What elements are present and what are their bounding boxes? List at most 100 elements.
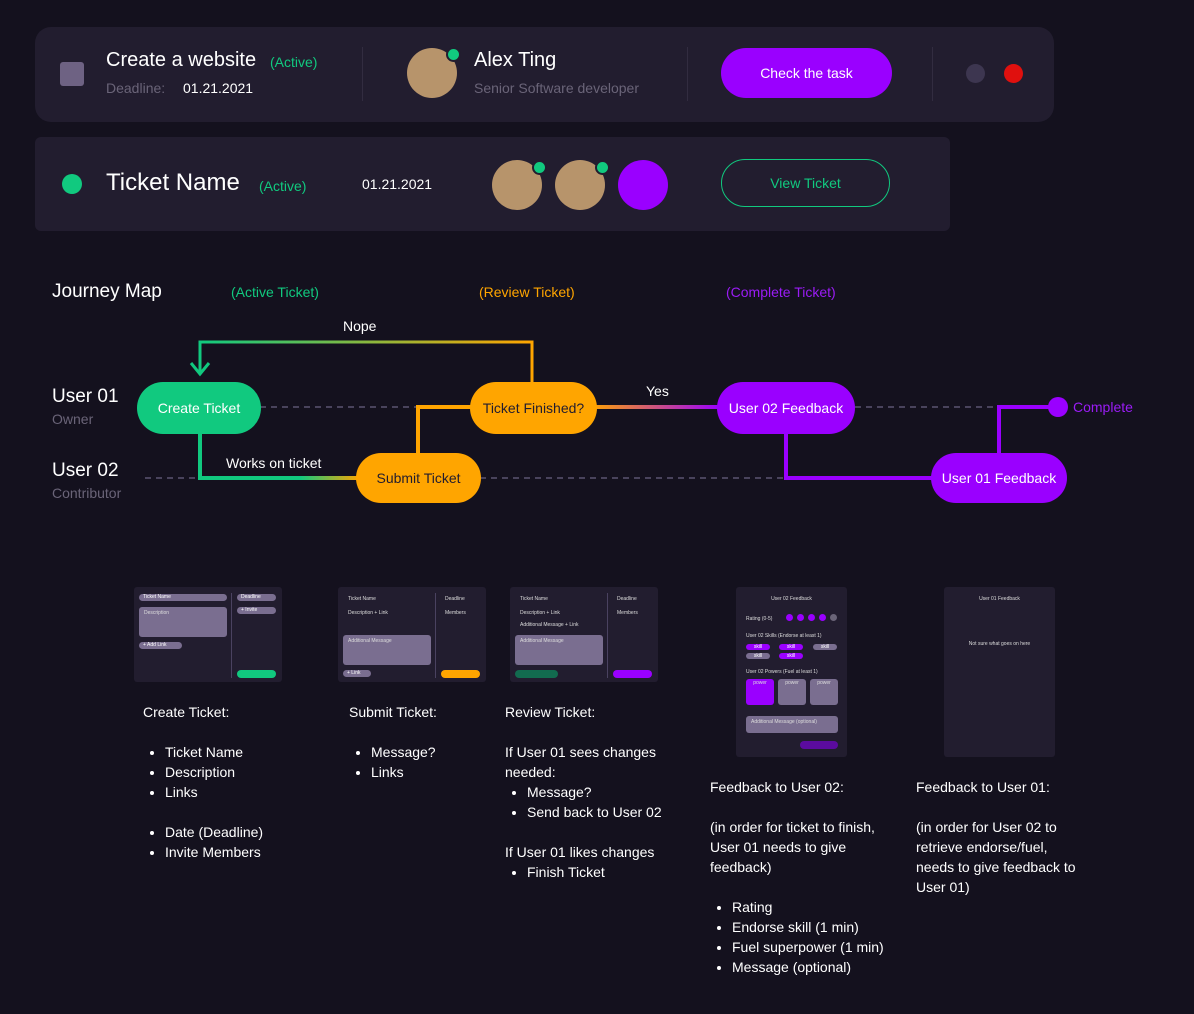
mock-description-link: Description + Link bbox=[348, 610, 388, 616]
rating-dot[interactable] bbox=[819, 614, 826, 621]
complete-dot bbox=[1048, 397, 1068, 417]
mock-deadline: Deadline bbox=[617, 596, 637, 602]
mockup-review-ticket: Ticket Name Description + Link Additiona… bbox=[510, 587, 658, 682]
mock-additional-message: Additional Message bbox=[343, 635, 431, 665]
lane-user01-name: User 01 bbox=[52, 386, 119, 407]
desc-list: RatingEndorse skill (1 min)Fuel superpow… bbox=[710, 897, 905, 977]
mock-submit-button bbox=[441, 670, 480, 678]
desc-list-item: Date (Deadline) bbox=[165, 822, 323, 842]
desc-list: Date (Deadline)Invite Members bbox=[143, 822, 323, 862]
submit-to-finished-line bbox=[416, 405, 472, 454]
mock-additional-message[interactable]: Additional Message (optional) bbox=[746, 716, 838, 733]
lane-user02-name: User 02 bbox=[52, 460, 119, 481]
mock-feedback-title: User 02 Feedback bbox=[771, 596, 812, 602]
mock-invite: + Invite bbox=[237, 607, 276, 614]
works-label: Works on ticket bbox=[226, 455, 322, 471]
mock-submit-button bbox=[237, 670, 276, 678]
mock-divider bbox=[607, 593, 608, 678]
mock-ticket-name: Ticket Name bbox=[348, 596, 376, 602]
mock-members: Members bbox=[445, 610, 466, 616]
divider bbox=[932, 47, 933, 101]
node-user02-feedback[interactable]: User 02 Feedback bbox=[717, 382, 855, 434]
mock-skill-chip[interactable]: skill bbox=[746, 644, 770, 650]
desc-heading: Feedback to User 01: bbox=[916, 779, 1050, 795]
desc-list: Message?Send back to User 02 bbox=[505, 782, 685, 822]
task-checkbox[interactable] bbox=[60, 62, 84, 86]
rating-dot[interactable] bbox=[797, 614, 804, 621]
mock-skill-chip[interactable]: skill bbox=[779, 653, 803, 659]
mockup-user01-feedback: User 01 Feedback Not sure what goes on h… bbox=[944, 587, 1055, 757]
mock-description-link: Description + Link bbox=[520, 610, 560, 616]
phase-complete-label: (Complete Ticket) bbox=[726, 284, 836, 300]
lane-user02-role: Contributor bbox=[52, 485, 122, 501]
desc-list-item: Invite Members bbox=[165, 842, 323, 862]
close-dot[interactable] bbox=[1004, 64, 1023, 83]
mock-power-card[interactable]: power bbox=[778, 679, 806, 705]
desc-list-item: Ticket Name bbox=[165, 742, 323, 762]
desc-heading: Review Ticket: bbox=[505, 704, 596, 720]
mock-add-link: + Add Link bbox=[139, 642, 182, 649]
desc-list-item: Endorse skill (1 min) bbox=[732, 917, 905, 937]
arrow-head bbox=[189, 362, 211, 377]
desc-list-item: Links bbox=[165, 782, 323, 802]
mock-divider bbox=[435, 593, 436, 678]
ticket-title: Ticket Name bbox=[106, 169, 240, 196]
mock-skill-chip[interactable]: skill bbox=[813, 644, 837, 650]
mock-rating-dots[interactable] bbox=[786, 614, 841, 621]
works-line bbox=[198, 432, 358, 480]
mock-submit-button bbox=[800, 741, 838, 749]
active-status-dot bbox=[62, 174, 82, 194]
desc-list-item: Fuel superpower (1 min) bbox=[732, 937, 905, 957]
mock-rating-label: Rating (0-5) bbox=[746, 616, 773, 622]
desc-list: Finish Ticket bbox=[505, 862, 685, 882]
nope-label: Nope bbox=[343, 318, 377, 334]
ticket-status: (Active) bbox=[259, 178, 307, 194]
desc-list-item: Message? bbox=[371, 742, 489, 762]
mock-ticket-name: Ticket Name bbox=[520, 596, 548, 602]
node-create-ticket[interactable]: Create Ticket bbox=[137, 382, 261, 434]
mock-return-button bbox=[515, 670, 558, 678]
mock-power-card[interactable]: power bbox=[746, 679, 774, 705]
desc-list-item: Links bbox=[371, 762, 489, 782]
phase-active-label: (Active Ticket) bbox=[231, 284, 319, 300]
node-ticket-finished[interactable]: Ticket Finished? bbox=[470, 382, 597, 434]
desc-list-item: Rating bbox=[732, 897, 905, 917]
u2-to-u1-feedback-line bbox=[784, 432, 932, 480]
ticket-date: 01.21.2021 bbox=[362, 176, 433, 192]
desc-create-ticket: Create Ticket: Ticket NameDescriptionLin… bbox=[143, 702, 323, 862]
mock-description: Description bbox=[139, 607, 227, 637]
desc-list: Message?Links bbox=[349, 742, 489, 782]
mock-note: Not sure what goes on here bbox=[968, 641, 1031, 647]
desc-review-ticket: Review Ticket: If User 01 sees changes n… bbox=[505, 702, 685, 882]
mock-feedback-title: User 01 Feedback bbox=[979, 596, 1020, 602]
rating-dot[interactable] bbox=[830, 614, 837, 621]
rating-dot[interactable] bbox=[786, 614, 793, 621]
desc-list-item: Send back to User 02 bbox=[527, 802, 685, 822]
online-status-dot bbox=[446, 47, 461, 62]
mock-deadline: Deadline bbox=[445, 596, 465, 602]
check-task-button[interactable]: Check the task bbox=[721, 48, 892, 98]
task-deadline-label: Deadline: bbox=[106, 80, 166, 96]
rating-dot[interactable] bbox=[808, 614, 815, 621]
node-submit-ticket[interactable]: Submit Ticket bbox=[356, 453, 481, 503]
phase-review-label: (Review Ticket) bbox=[479, 284, 575, 300]
view-ticket-button[interactable]: View Ticket bbox=[721, 159, 890, 207]
divider bbox=[687, 47, 688, 101]
mock-skill-chip[interactable]: skill bbox=[779, 644, 803, 650]
node-user01-feedback[interactable]: User 01 Feedback bbox=[931, 453, 1067, 503]
member-avatar[interactable] bbox=[618, 160, 668, 210]
mock-skill-chip[interactable]: skill bbox=[746, 653, 770, 659]
mock-skills-label: User 02 Skills (Endorse at least 1) bbox=[746, 633, 822, 639]
task-card: Create a website (Active) Deadline: 01.2… bbox=[35, 27, 1054, 122]
minimize-dot[interactable] bbox=[966, 64, 985, 83]
online-status-dot bbox=[532, 160, 547, 175]
desc-list: Ticket NameDescriptionLinks bbox=[143, 742, 323, 802]
desc-paragraph: (in order for User 02 to retrieve endors… bbox=[916, 819, 1076, 895]
desc-list-item: Finish Ticket bbox=[527, 862, 685, 882]
mock-power-card[interactable]: power bbox=[810, 679, 838, 705]
desc-heading: Submit Ticket: bbox=[349, 704, 437, 720]
yes-label: Yes bbox=[646, 383, 669, 399]
desc-list-item: Message (optional) bbox=[732, 957, 905, 977]
task-deadline-value: 01.21.2021 bbox=[183, 80, 254, 96]
desc-feedback-user01: Feedback to User 01: (in order for User … bbox=[916, 777, 1086, 897]
